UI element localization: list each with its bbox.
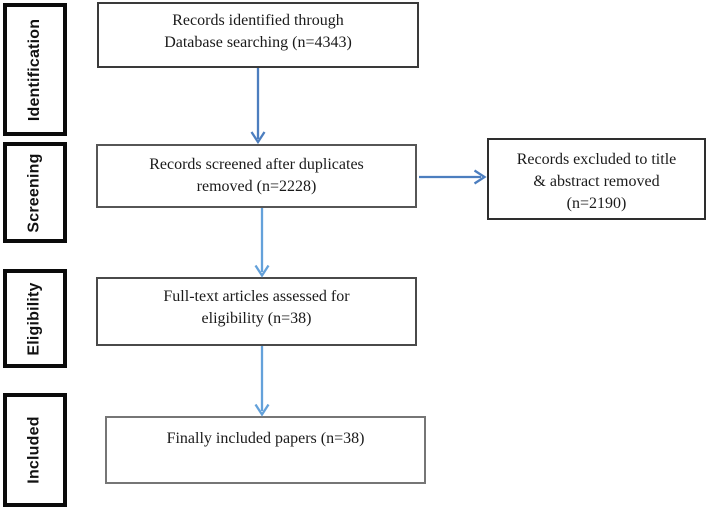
box-records-screened: Records screened after duplicates remove… [96,144,417,208]
stage-label-eligibility: Eligibility [26,281,44,356]
box-records-excluded-line1: Records excluded to title [516,151,677,168]
box-fulltext-assessed: Full-text articles assessed for eligibil… [96,277,417,346]
stage-label-included: Included [26,416,44,484]
box-records-identified-line2: Database searching (n=4343) [164,34,352,51]
box-records-excluded-line2: & abstract removed [533,173,660,190]
stage-label-identification: Identification [26,18,44,121]
stage-box-included: Included [3,393,67,507]
box-records-screened-line1: Records screened after duplicates [149,156,364,173]
arrow-identified-to-screened-icon [250,68,266,145]
stage-box-screening: Screening [3,142,67,243]
box-records-identified: Records identified through Database sear… [97,2,419,68]
box-records-excluded-line3: (n=2190) [566,195,627,212]
box-records-screened-line2: removed (n=2228) [196,178,317,195]
box-fulltext-assessed-line1: Full-text articles assessed for [163,288,350,305]
arrow-screened-to-fulltext-icon [254,208,270,278]
box-finally-included-line1: Finally included papers (n=38) [166,430,365,447]
box-fulltext-assessed-line2: eligibility (n=38) [201,310,312,327]
box-records-identified-line1: Records identified through [172,12,344,29]
arrow-screened-to-excluded-icon [419,169,487,185]
stage-box-eligibility: Eligibility [3,269,67,368]
box-records-excluded: Records excluded to title & abstract rem… [487,138,706,220]
stage-box-identification: Identification [3,3,67,136]
box-finally-included: Finally included papers (n=38) [105,416,426,484]
stage-label-screening: Screening [26,152,44,233]
arrow-fulltext-to-included-icon [254,346,270,417]
